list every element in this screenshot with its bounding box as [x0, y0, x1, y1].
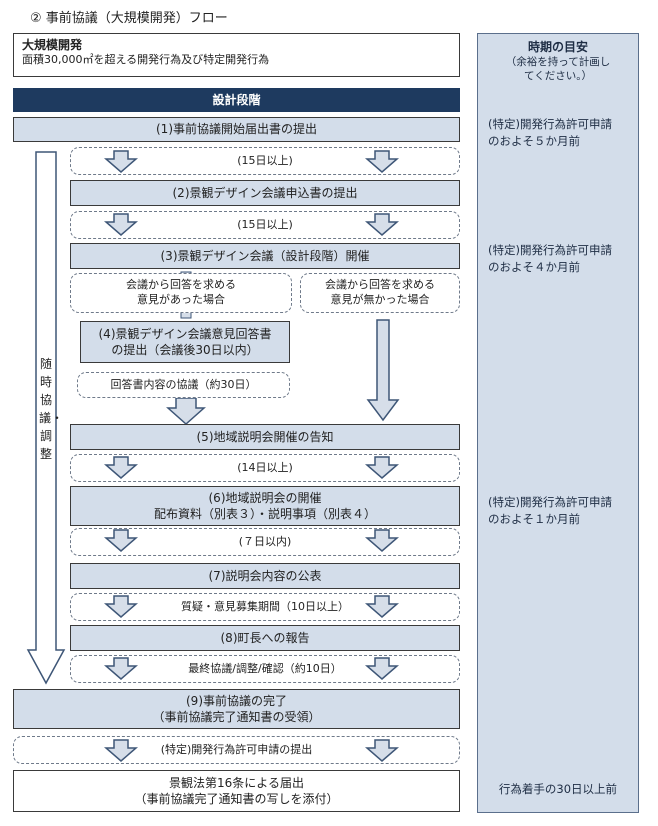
branch-with-opinion: 会議から回答を求める 意見があった場合	[70, 273, 292, 313]
wait-6: 最終協議/調整/確認（約10日）	[70, 655, 460, 683]
left-arrow-label: 随時協議・調整	[39, 357, 64, 461]
branch-with-opinion-line1: 会議から回答を求める	[126, 278, 236, 292]
page-title: ② 事前協議（大規模開発）フロー	[30, 11, 228, 26]
step-9-box: (9)事前協議の完了 （事前協議完了通知書の受領）	[13, 689, 460, 729]
left-big-arrow-icon	[26, 151, 66, 685]
down-arrow-icon	[103, 456, 139, 479]
down-arrow-icon	[364, 595, 400, 618]
step-1-box: (1)事前協議開始届出書の提出	[13, 117, 460, 142]
wait-4: (７日以内)	[70, 528, 460, 556]
wait-5: 質疑・意見募集期間（10日以上）	[70, 593, 460, 621]
step-9-line1: (9)事前協議の完了	[186, 693, 287, 708]
branch-without-opinion: 会議から回答を求める 意見が無かった場合	[300, 273, 460, 313]
wait-3: (14日以上)	[70, 454, 460, 482]
timing-30days: 行為着手の30日以上前	[498, 782, 618, 796]
branch-with-opinion-line2: 意見があった場合	[137, 293, 225, 306]
down-arrow-pair-5	[103, 595, 400, 618]
step-4-line2: の提出（会議後30日以内）	[111, 343, 259, 357]
down-arrow-icon	[103, 739, 139, 762]
step-6-line2: 配布資料（別表３）・説明事項（別表４）	[153, 507, 376, 521]
timing-4months-line1: (特定)開発行為許可申請	[488, 243, 612, 257]
header-title: 大規模開発	[22, 38, 83, 52]
header-box: 大規模開発 面積30,000㎡を超える開発行為及び特定開発行為	[13, 33, 460, 77]
permit-application: (特定)開発行為許可申請の提出	[13, 736, 460, 764]
down-arrow-icon	[103, 657, 139, 680]
final-notification-box: 景観法第16条による届出 （事前協議完了通知書の写しを添付）	[13, 770, 460, 812]
branch-without-opinion-line1: 会議から回答を求める	[325, 278, 435, 292]
down-arrow-pair-6	[103, 657, 400, 680]
step-5-box: (5)地域説明会開催の告知	[70, 424, 460, 450]
wait-2: (15日以上)	[70, 211, 460, 239]
timing-subheading: （余裕を持って計画してください。）	[505, 55, 611, 83]
right-long-arrow-icon	[366, 319, 400, 422]
down-arrow-icon	[364, 150, 400, 173]
step-4-box: (4)景観デザイン会議意見回答書 の提出（会議後30日以内）	[80, 321, 290, 363]
step-4-line1: (4)景観デザイン会議意見回答書	[98, 326, 272, 341]
down-arrow-icon	[103, 213, 139, 236]
down-arrow-icon	[103, 150, 139, 173]
timing-1month-line2: のおよそ１か月前	[488, 511, 580, 526]
final-line2: （事前協議完了通知書の写しを添付）	[134, 792, 339, 806]
timing-4months-line2: のおよそ４か月前	[488, 259, 580, 274]
timing-heading: 時期の目安	[527, 39, 588, 54]
timing-5months: (特定)開発行為許可申請 のおよそ５か月前	[488, 116, 636, 149]
down-arrow-icon	[364, 739, 400, 762]
wait-1: (15日以上)	[70, 147, 460, 175]
step-9-line2: （事前協議完了通知書の受領）	[152, 710, 321, 724]
down-arrow-pair-4	[103, 529, 400, 552]
step-6-line1: (6)地域説明会の開催	[208, 490, 322, 505]
step-7-box: (7)説明会内容の公表	[70, 563, 460, 589]
connector-left-arrow-icon	[166, 397, 206, 426]
branch-without-opinion-line2: 意見が無かった場合	[330, 293, 430, 306]
timing-1month: (特定)開発行為許可申請 のおよそ１か月前	[488, 494, 636, 527]
down-arrow-pair-3	[103, 456, 400, 479]
timing-heading-block: 時期の目安 （余裕を持って計画してください。）	[477, 36, 639, 86]
down-arrow-pair-2	[103, 213, 400, 236]
answer-consultation: 回答書内容の協議（約30日）	[77, 372, 290, 398]
down-arrow-icon	[103, 529, 139, 552]
timing-5months-line2: のおよそ５か月前	[488, 133, 580, 148]
timing-4months: (特定)開発行為許可申請 のおよそ４か月前	[488, 242, 636, 275]
header-subtitle: 面積30,000㎡を超える開発行為及び特定開発行為	[22, 53, 270, 67]
timing-1month-line1: (特定)開発行為許可申請	[488, 495, 612, 509]
down-arrow-pair-1	[103, 150, 400, 173]
step-6-box: (6)地域説明会の開催 配布資料（別表３）・説明事項（別表４）	[70, 486, 460, 526]
down-arrow-pair-7	[103, 739, 400, 762]
down-arrow-icon	[364, 657, 400, 680]
down-arrow-icon	[103, 595, 139, 618]
timing-5months-line1: (特定)開発行為許可申請	[488, 117, 612, 131]
timing-panel	[477, 33, 639, 813]
step-8-box: (8)町長への報告	[70, 625, 460, 651]
design-stage-banner: 設計段階	[13, 88, 460, 112]
down-arrow-icon	[364, 456, 400, 479]
final-line1: 景観法第16条による届出	[169, 775, 304, 790]
step-3-box: (3)景観デザイン会議（設計段階）開催	[70, 243, 460, 269]
step-2-box: (2)景観デザイン会議申込書の提出	[70, 180, 460, 206]
down-arrow-icon	[364, 529, 400, 552]
down-arrow-icon	[364, 213, 400, 236]
